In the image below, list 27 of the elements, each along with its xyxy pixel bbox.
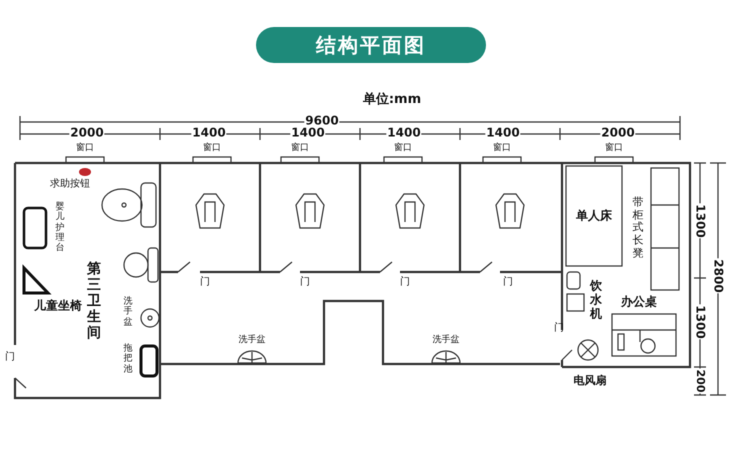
door-label: 门 [554, 322, 564, 334]
fixture-label: 洗手盆 [432, 336, 460, 346]
fixture-label: 电风扇 [574, 374, 606, 388]
furniture-label: 单人床 [576, 209, 612, 223]
furniture-label: 办公桌 [621, 295, 657, 309]
window-label: 窗口 [76, 144, 94, 154]
furniture-label: 儿童坐椅 [34, 299, 82, 313]
fixture-label: 求助按钮 [50, 178, 90, 190]
unit-note: 单位:mm [362, 92, 422, 108]
window-label: 窗口 [291, 144, 309, 154]
window-label: 窗口 [605, 144, 623, 154]
title: 结构平面图 [256, 27, 486, 63]
door-label: 门 [503, 276, 513, 288]
door-label: 门 [200, 276, 210, 288]
room-label: 第三卫生间 [87, 260, 101, 342]
window-label: 窗口 [493, 144, 511, 154]
furniture-label: 带柜式长凳 [632, 196, 644, 260]
window-label: 窗口 [203, 144, 221, 154]
door-label: 门 [300, 276, 310, 288]
fixture-label: 洗手盆 [124, 296, 132, 328]
furniture-label: 饮水机 [590, 279, 602, 321]
fixture-label: 洗手盆 [238, 336, 266, 346]
door-label: 门 [400, 276, 410, 288]
fixture-label: 拖把池 [124, 343, 132, 375]
window-label: 窗口 [394, 144, 412, 154]
fixture-label: 婴儿护理台 [56, 202, 64, 254]
door-label: 门 [5, 352, 15, 362]
